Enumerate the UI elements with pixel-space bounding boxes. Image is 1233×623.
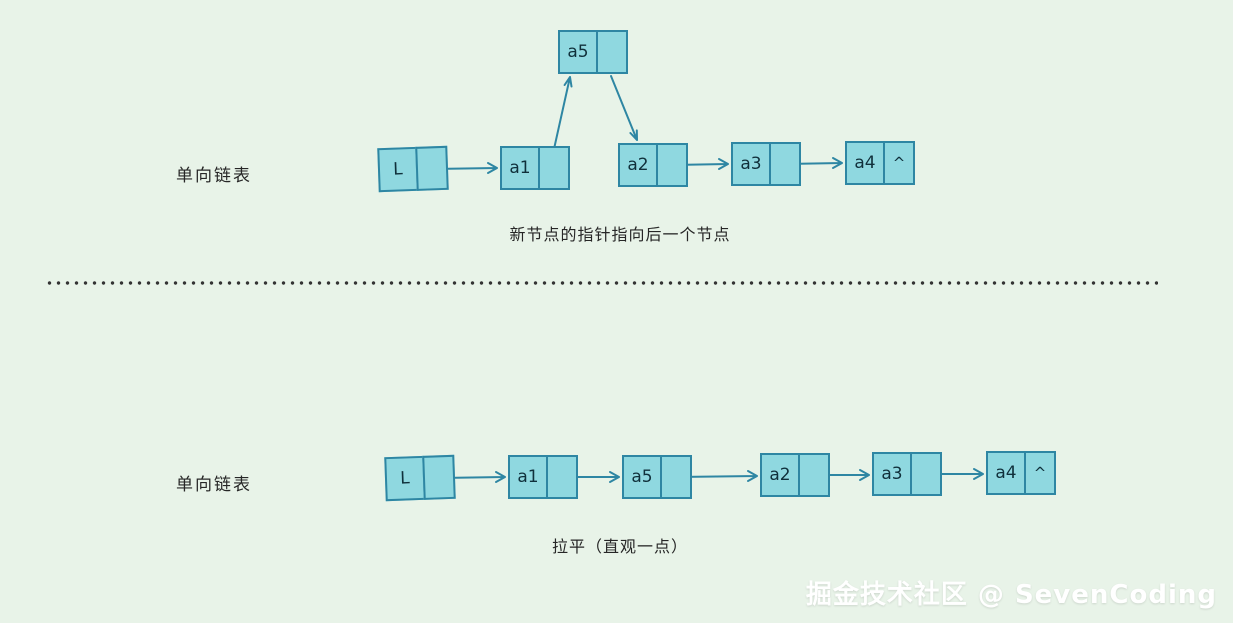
bottom-node-a5: a5	[622, 455, 692, 499]
bottom-node-a1: a1	[508, 455, 578, 499]
bottom-node-a4: a4 ^	[986, 451, 1056, 495]
bottom-node-a3-data-cell: a3	[872, 452, 912, 496]
top-node-a3-data-cell: a3	[731, 142, 771, 186]
top-node-a3-pointer-cell	[769, 142, 801, 186]
bottom-node-a2-data-cell: a2	[760, 453, 800, 497]
top-section-caption: 新节点的指针指向后一个节点	[509, 225, 731, 244]
bottom-node-L: L	[384, 454, 456, 502]
bottom-node-a1-data-cell: a1	[508, 455, 548, 499]
bottom-node-a1-pointer-cell	[546, 455, 578, 499]
bottom-node-a5-data-cell: a5	[622, 455, 662, 499]
top-node-a5-inserted: a5	[558, 30, 628, 74]
top-node-L-pointer-cell	[415, 145, 449, 191]
bottom-node-a4-null-pointer-cell: ^	[1024, 451, 1056, 495]
dotted-divider	[45, 281, 1158, 285]
bottom-node-a4-data-cell: a4	[986, 451, 1026, 495]
top-node-a5-data-cell: a5	[558, 30, 598, 74]
bottom-node-a3-pointer-cell	[910, 452, 942, 496]
top-node-a2-data-cell: a2	[618, 143, 658, 187]
top-node-L-data-cell: L	[377, 146, 419, 193]
watermark: 掘金技术社区 @ SevenCoding	[805, 580, 1217, 610]
top-node-a2-pointer-cell	[656, 143, 688, 187]
top-node-a2: a2	[618, 143, 688, 187]
bottom-section-label: 单向链表	[176, 475, 252, 495]
bottom-section-caption: 拉平（直观一点）	[551, 537, 688, 556]
bottom-node-L-data-cell: L	[384, 455, 426, 502]
top-node-a1: a1	[500, 146, 570, 190]
bottom-node-a5-pointer-cell	[660, 455, 692, 499]
top-node-a1-data-cell: a1	[500, 146, 540, 190]
top-node-a1-pointer-cell	[538, 146, 570, 190]
bottom-node-a2-pointer-cell	[798, 453, 830, 497]
bottom-node-a2: a2	[760, 453, 830, 497]
top-node-a4-null-pointer-cell: ^	[883, 141, 915, 185]
top-node-L: L	[377, 145, 449, 193]
bottom-node-a3: a3	[872, 452, 942, 496]
top-node-a4-data-cell: a4	[845, 141, 885, 185]
arrow-top-a5-to-a2	[610, 75, 638, 141]
top-node-a4: a4 ^	[845, 141, 915, 185]
top-section-label: 单向链表	[176, 166, 252, 186]
top-node-a5-pointer-cell	[596, 30, 628, 74]
top-node-a3: a3	[731, 142, 801, 186]
bottom-node-L-pointer-cell	[422, 454, 456, 500]
